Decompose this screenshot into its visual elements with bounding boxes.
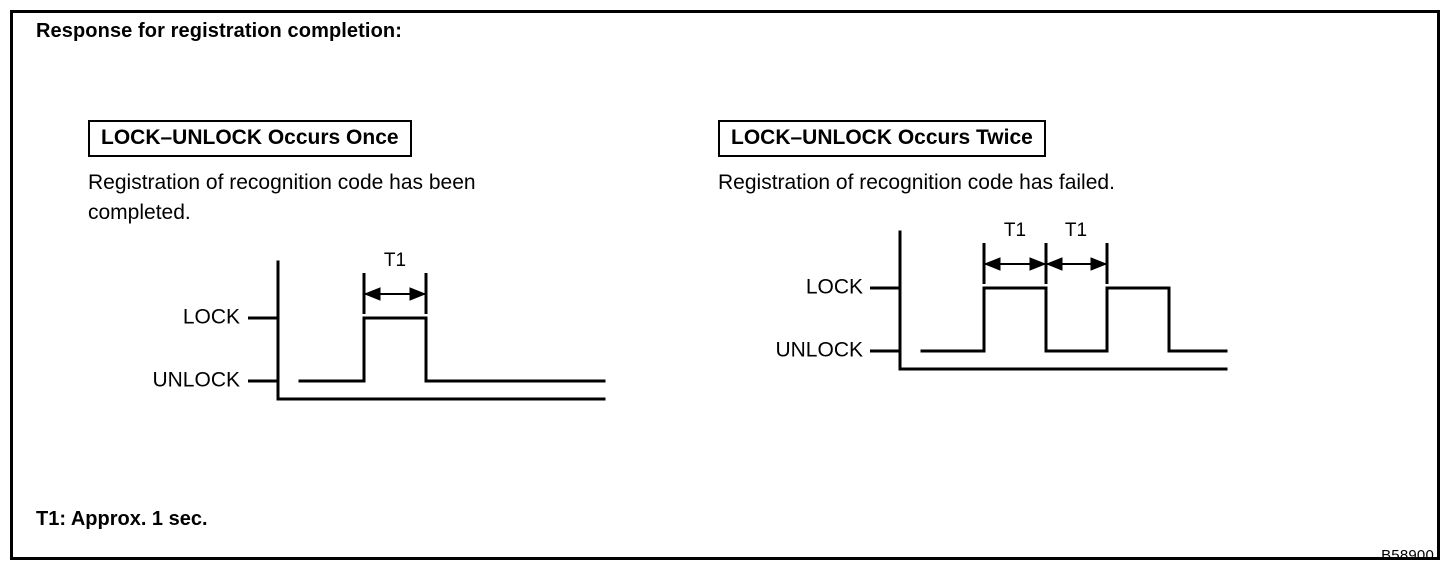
waveform-label-unlock-once: UNLOCK	[152, 369, 240, 392]
dim-arrowhead-2-right-twice	[1090, 257, 1108, 271]
footnote-t1: T1: Approx. 1 sec.	[36, 508, 208, 530]
page-title: Response for registration completion:	[36, 20, 402, 42]
waveform-label-unlock-twice: UNLOCK	[775, 339, 863, 362]
waveform-chart-twice: LOCK UNLOCK	[718, 212, 1258, 387]
waveform-trace-twice	[920, 286, 1228, 353]
waveform-trace-once	[298, 316, 606, 383]
dim-arrowhead-1-right-twice	[1029, 257, 1047, 271]
dim-label-t1-first-twice: T1	[1004, 220, 1026, 241]
dim-label-t1-second-twice: T1	[1065, 220, 1087, 241]
waveform-label-lock-once: LOCK	[183, 306, 240, 329]
dim-arrowhead-right-once	[409, 287, 427, 302]
case-badge-twice: LOCK–UNLOCK Occurs Twice	[718, 120, 1046, 157]
dim-label-t1-once: T1	[384, 250, 406, 271]
waveform-chart-once: LOCK UNLOCK T1	[88, 242, 608, 417]
outer-border	[10, 10, 1440, 560]
waveform-label-lock-twice: LOCK	[806, 276, 863, 299]
case-panel-twice: LOCK–UNLOCK Occurs Twice Registration of…	[718, 120, 1258, 387]
case-panel-once: LOCK–UNLOCK Occurs Once Registration of …	[88, 120, 608, 417]
case-badge-once: LOCK–UNLOCK Occurs Once	[88, 120, 412, 157]
case-description-twice: Registration of recognition code has fai…	[718, 170, 1115, 194]
dim-arrowhead-1-left-twice	[983, 257, 1001, 271]
case-description-once: Registration of recognition code has bee…	[88, 170, 476, 224]
reference-code: B58900	[1381, 547, 1434, 564]
dim-arrowhead-left-once	[363, 287, 381, 302]
dim-arrowhead-2-left-twice	[1045, 257, 1063, 271]
